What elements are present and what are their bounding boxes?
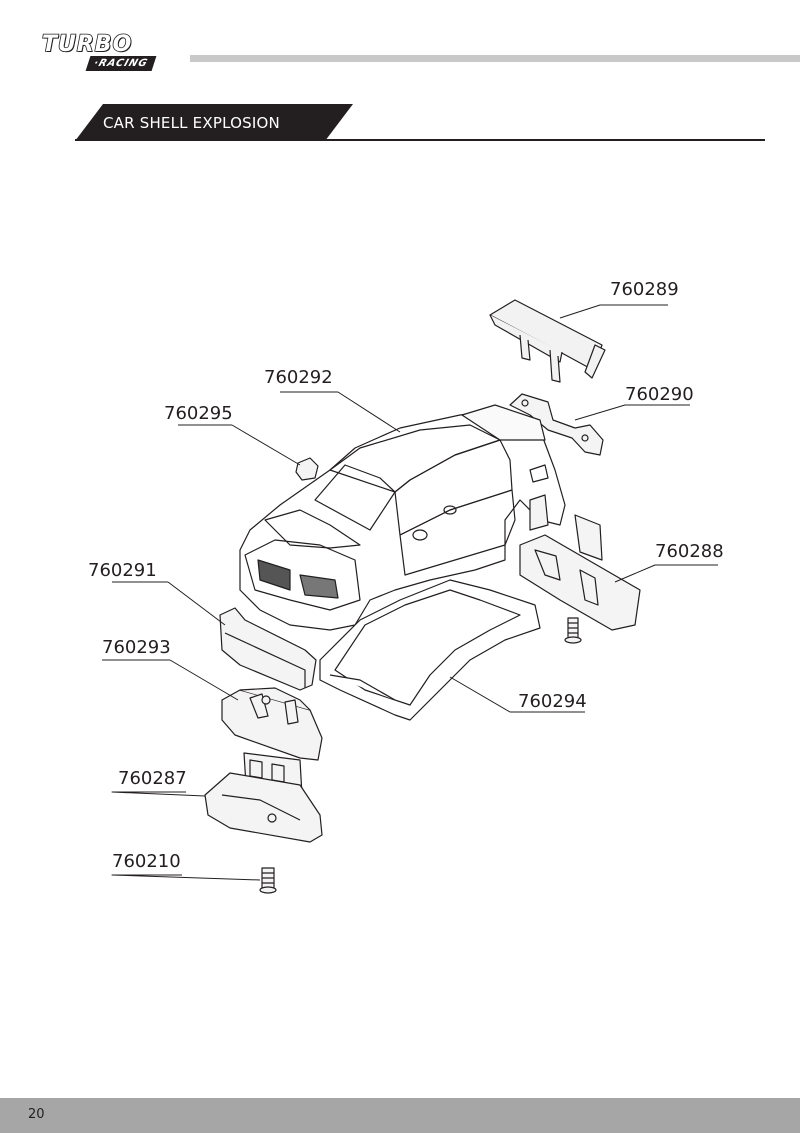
part-number-760290: 760290 xyxy=(625,384,694,405)
part-number-760289: 760289 xyxy=(610,279,679,300)
part-number-760287: 760287 xyxy=(118,768,187,789)
section-banner: CAR SHELL EXPLOSION xyxy=(75,104,353,141)
front-bumper-mount-part xyxy=(221,687,323,761)
rear-wing-part xyxy=(489,299,606,383)
part-number-760291: 760291 xyxy=(88,560,157,581)
part-number-760292: 760292 xyxy=(264,367,333,388)
section-underline xyxy=(75,139,765,141)
part-number-760294: 760294 xyxy=(518,691,587,712)
brand-logo: TURBO ·RACING xyxy=(38,30,174,74)
part-number-760293: 760293 xyxy=(102,637,171,658)
header-rule xyxy=(190,55,800,62)
logo-wordmark: TURBO xyxy=(41,31,133,58)
screw-part-upper xyxy=(564,617,582,644)
skid-plate-part xyxy=(204,752,323,843)
page-number: 20 xyxy=(28,1107,45,1122)
page-footer: 20 xyxy=(0,1098,800,1133)
part-number-760210: 760210 xyxy=(112,851,181,872)
rear-bumper-mount-part xyxy=(519,494,641,631)
part-number-760288: 760288 xyxy=(655,541,724,562)
section-title: CAR SHELL EXPLOSION xyxy=(103,114,280,132)
interior-tray-part xyxy=(319,579,541,721)
front-bumper-part xyxy=(219,607,317,691)
wing-mount-part xyxy=(509,393,604,456)
clip-part xyxy=(295,457,319,481)
part-number-760295: 760295 xyxy=(164,403,233,424)
screw-part-lower xyxy=(259,867,277,894)
callout-lines xyxy=(102,304,718,881)
car-body-part xyxy=(239,404,566,631)
